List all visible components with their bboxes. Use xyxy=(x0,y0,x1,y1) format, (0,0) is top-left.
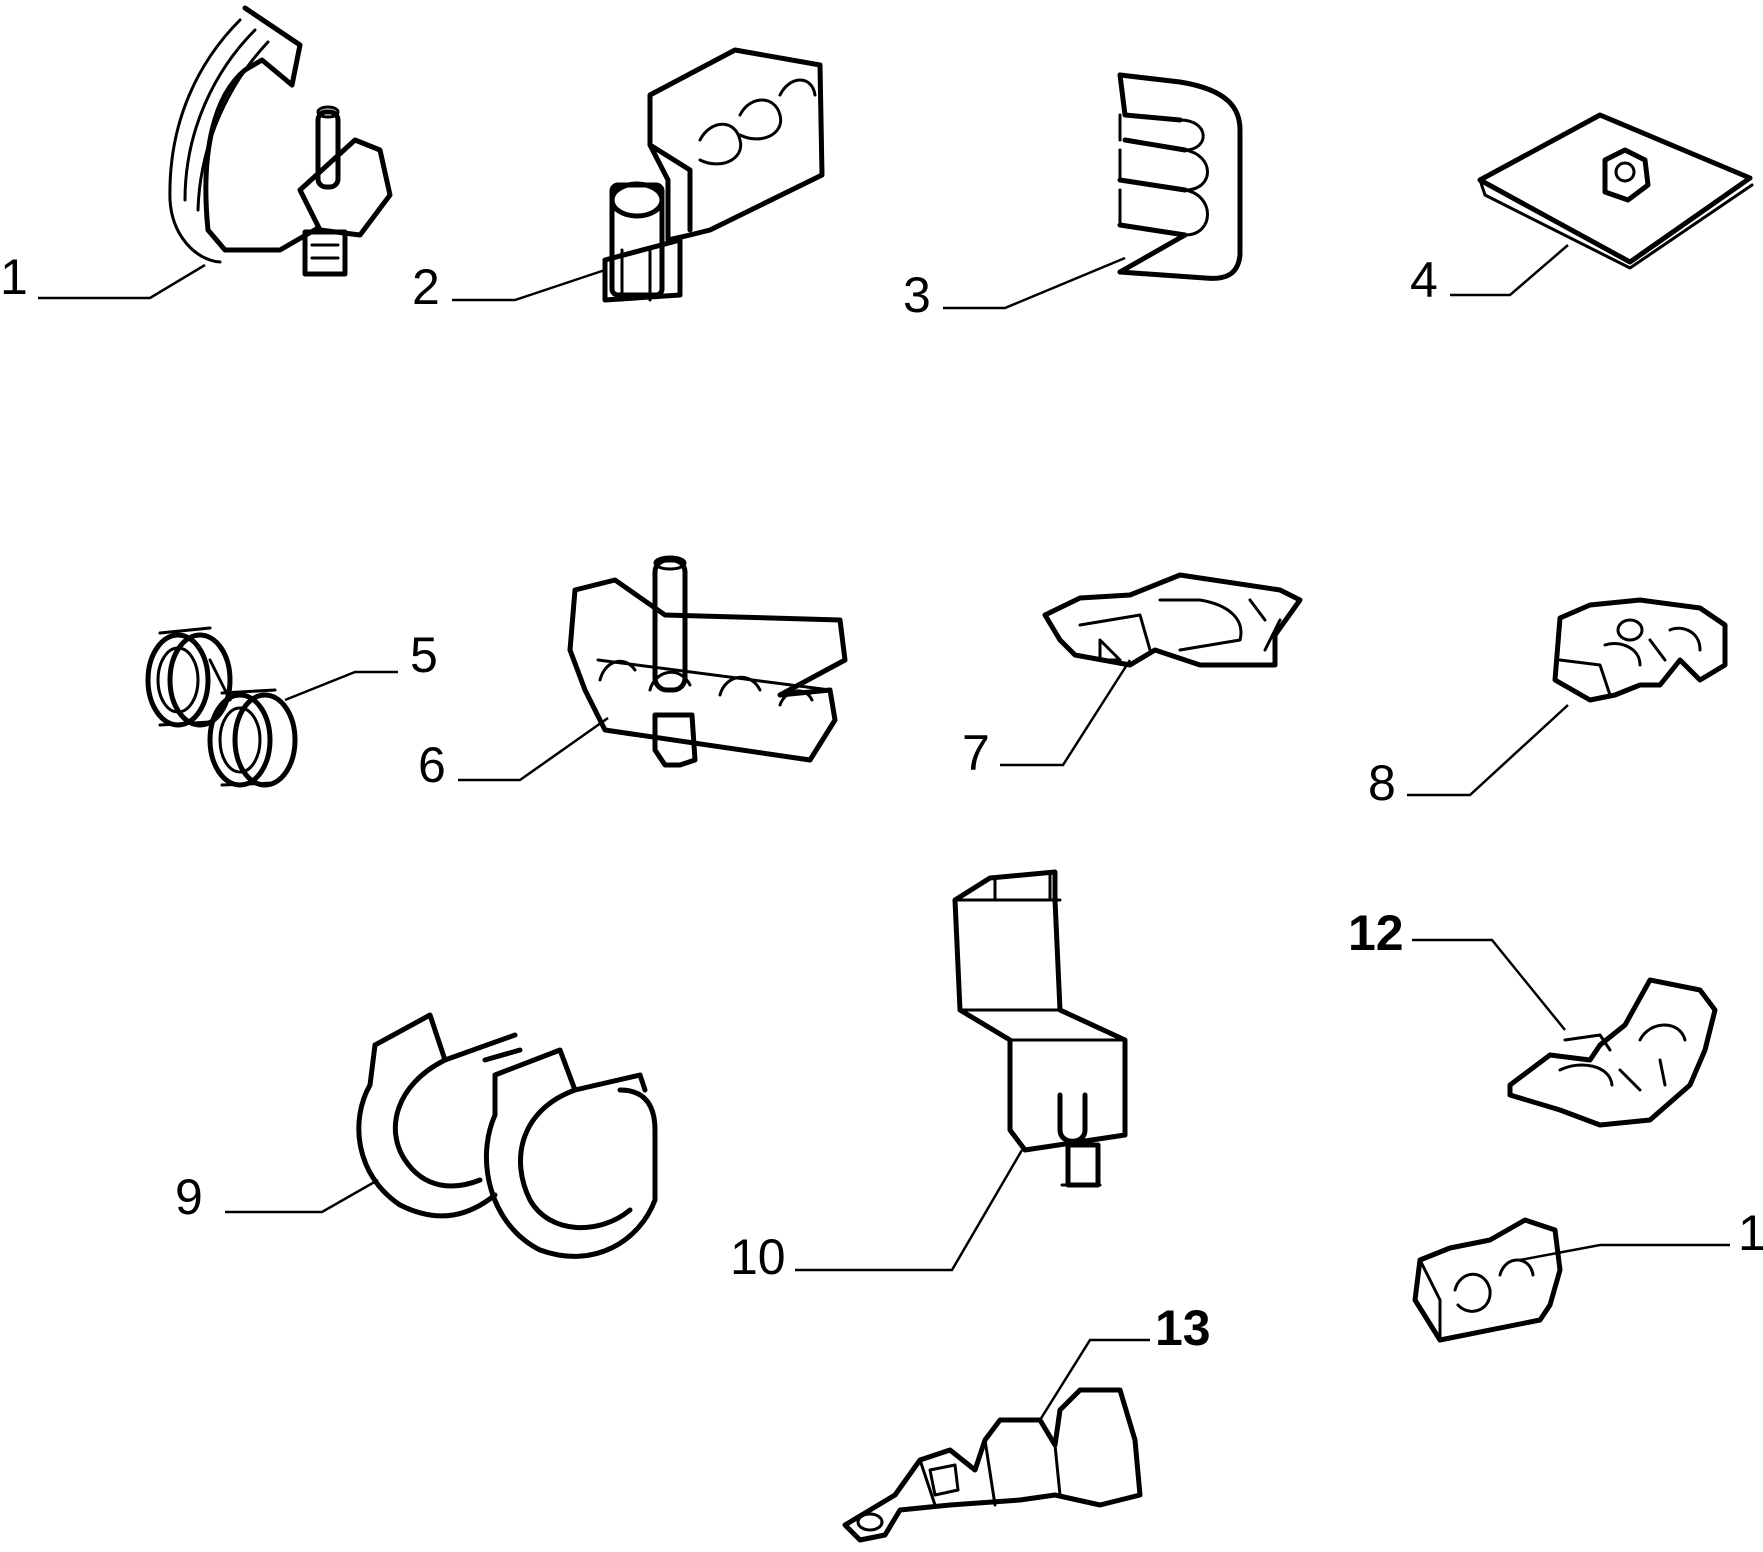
part-2-drawing xyxy=(602,47,825,303)
leader-6 xyxy=(458,716,609,782)
part-8-drawing xyxy=(1552,597,1728,703)
part-number-13: 13 xyxy=(1155,1300,1211,1356)
leader-9 xyxy=(225,1178,379,1214)
leader-13 xyxy=(1038,1338,1150,1421)
part-number-9: 9 xyxy=(175,1169,203,1225)
part-4-drawing xyxy=(1477,112,1754,270)
leader-4 xyxy=(1450,244,1569,297)
leader-lines xyxy=(38,244,1730,1421)
part-13-drawing xyxy=(842,1387,1143,1543)
part-9-drawing xyxy=(356,1012,658,1259)
part-number-12: 12 xyxy=(1348,905,1404,961)
part-3-drawing xyxy=(1117,72,1243,281)
part-1-drawing xyxy=(168,5,393,277)
leader-8 xyxy=(1407,704,1569,797)
leader-10 xyxy=(795,1149,1024,1272)
part-number-6: 6 xyxy=(418,737,446,793)
part-number-4: 4 xyxy=(1410,252,1438,308)
part-11-drawing xyxy=(1412,1217,1563,1343)
part-5-drawing xyxy=(145,626,298,788)
leader-2 xyxy=(452,268,606,302)
leader-1 xyxy=(38,263,206,300)
leader-3 xyxy=(943,256,1126,310)
part-10-drawing xyxy=(952,869,1128,1188)
part-number-8: 8 xyxy=(1368,755,1396,811)
part-number-1: 1 xyxy=(0,249,28,305)
part-number-3: 3 xyxy=(903,267,931,323)
part-number-11: 11 xyxy=(1738,1205,1763,1261)
leader-11 xyxy=(1519,1243,1730,1262)
leader-7 xyxy=(1000,659,1132,767)
leader-12 xyxy=(1412,938,1566,1031)
part-7-drawing xyxy=(1042,572,1303,668)
leader-5 xyxy=(284,670,398,702)
part-number-2: 2 xyxy=(412,259,440,315)
part-12-drawing xyxy=(1507,977,1718,1128)
part-number-10: 10 xyxy=(730,1229,786,1285)
part-number-5: 5 xyxy=(410,627,438,683)
part-6-drawing xyxy=(567,555,848,768)
part-number-7: 7 xyxy=(962,725,990,781)
